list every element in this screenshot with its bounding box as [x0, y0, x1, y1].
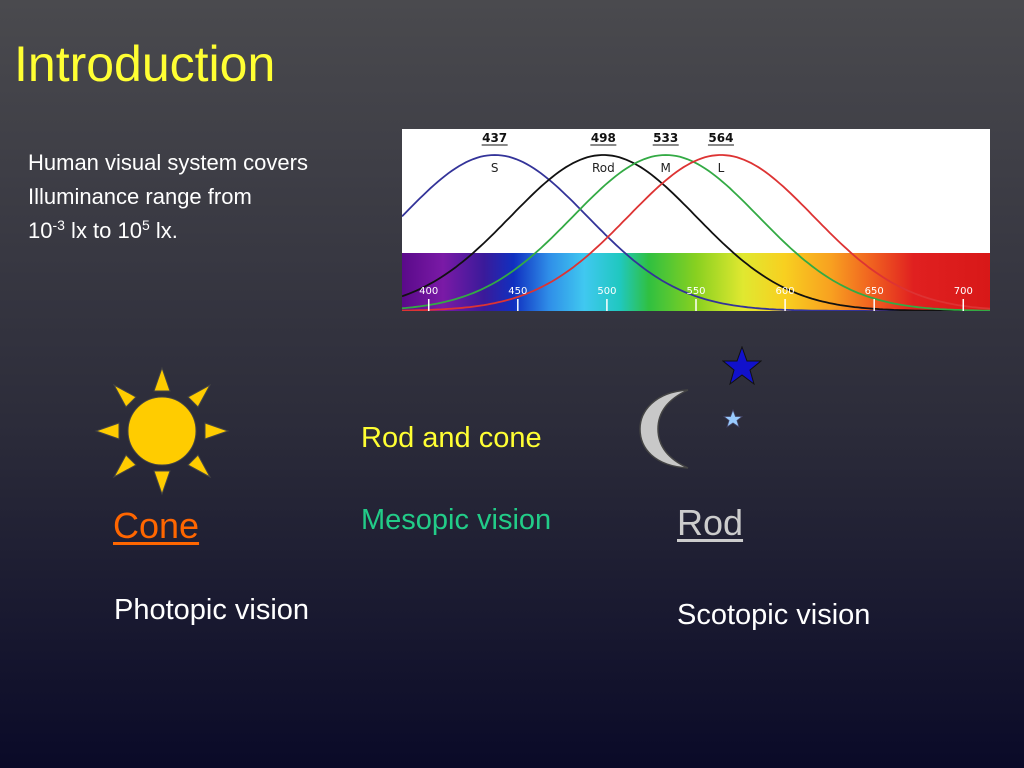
sun-ray: [187, 383, 212, 408]
curve-rod: [402, 154, 990, 311]
curve-l: [402, 154, 990, 311]
intro-line-3-base: 10: [28, 218, 53, 243]
tick-label: 600: [776, 286, 795, 297]
star-shape: [722, 346, 762, 386]
photopic-vision-label: Photopic vision: [114, 594, 310, 626]
intro-line-3-end: lx.: [149, 218, 178, 243]
rod-and-cone-label: Rod and cone: [361, 422, 542, 454]
peak-wavelength-m: 533: [653, 131, 678, 145]
intro-line-3: 10-3 lx to 105 lx.: [28, 214, 398, 248]
tick-label: 700: [954, 286, 973, 297]
intro-exponent-1: -3: [52, 217, 65, 233]
tick-label: 400: [419, 286, 438, 297]
tick-label: 500: [597, 286, 616, 297]
sun-ray: [153, 470, 171, 496]
sun-ray: [204, 422, 230, 440]
series-name-m: M: [661, 161, 671, 175]
x-axis-ticks: 400 450 500 550 600 650 700: [419, 286, 973, 311]
cone-label[interactable]: Cone: [113, 505, 200, 546]
peak-wavelength-l: 564: [708, 131, 733, 145]
series-name-l: L: [718, 161, 725, 175]
curve-s: [402, 154, 990, 311]
rod-label[interactable]: Rod: [677, 502, 744, 543]
tick-label: 650: [865, 286, 884, 297]
intro-line-2: Illuminance range from: [28, 184, 252, 209]
peak-wavelength-s: 437: [482, 131, 507, 145]
sun-disc: [127, 396, 197, 466]
sensitivity-curves: [402, 154, 990, 311]
series-name-rod: Rod: [592, 161, 615, 175]
intro-line-3-mid: lx to 10: [64, 218, 142, 243]
sun-ray: [112, 454, 137, 479]
intro-exponent-2: 5: [141, 217, 150, 233]
intro-line-1: Human visual system covers: [28, 150, 308, 175]
scotopic-vision-label: Scotopic vision: [677, 599, 871, 631]
sun-ray: [187, 454, 212, 479]
moon-shape: [639, 389, 689, 469]
sun-ray: [153, 366, 171, 392]
curve-m: [402, 154, 990, 311]
sun-ray: [94, 422, 120, 440]
tick-label: 450: [508, 286, 527, 297]
mesopic-vision-label: Mesopic vision: [361, 504, 552, 536]
series-name-s: S: [491, 161, 499, 175]
sun-icon: [94, 366, 230, 496]
intro-text: Human visual system covers Illuminance r…: [28, 146, 398, 248]
crescent-moon-icon: [639, 389, 689, 469]
peak-wavelength-rod: 498: [591, 131, 616, 145]
small-star-shape: [723, 409, 743, 428]
small-star-icon: [723, 409, 743, 428]
slide-title: Introduction: [14, 36, 276, 92]
tick-label: 550: [686, 286, 705, 297]
sun-ray: [112, 383, 137, 408]
star-icon: [722, 346, 762, 386]
